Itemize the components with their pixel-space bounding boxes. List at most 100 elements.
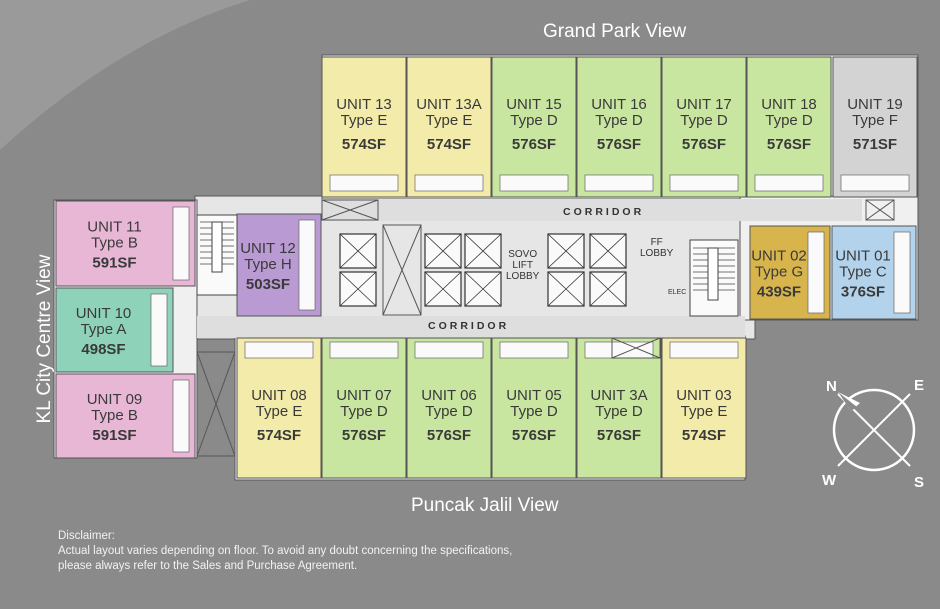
unit-type: Type F	[852, 112, 898, 129]
unit-size: 503SF	[246, 276, 290, 293]
elec-room-label: ELEC	[668, 289, 687, 296]
unit-bathroom	[754, 174, 824, 192]
view-label-top: Grand Park View	[543, 21, 687, 42]
unit-number: UNIT 09	[87, 391, 143, 408]
unit-fill	[491, 337, 577, 479]
unit-bathroom	[499, 174, 569, 192]
unit-size: 498SF	[81, 341, 125, 358]
unit-number: UNIT 03	[676, 387, 732, 404]
view-label-bottom: Puncak Jalil View	[411, 495, 559, 516]
unit-number: UNIT 11	[87, 219, 141, 236]
unit-number: UNIT 19	[847, 96, 903, 113]
unit-type: Type G	[755, 264, 803, 281]
unit-number: UNIT 05	[506, 387, 562, 404]
unit-bathroom	[499, 341, 569, 359]
unit-number: UNIT 12	[240, 240, 296, 257]
unit-type: Type E	[341, 112, 388, 129]
unit-size: 576SF	[342, 427, 386, 444]
unit-bathroom	[329, 174, 399, 192]
unit-number: UNIT 02	[751, 248, 807, 265]
unit-size: 576SF	[767, 136, 811, 153]
lift-shaft	[424, 233, 462, 269]
unit-number: UNIT 07	[336, 387, 392, 404]
unit-fill	[576, 337, 662, 479]
unit-type: Type C	[839, 264, 887, 281]
unit-number: UNIT 15	[506, 96, 562, 113]
unit-type: Type B	[91, 235, 138, 252]
unit-fill	[661, 56, 747, 198]
disclaimer: Disclaimer: Actual layout varies dependi…	[58, 529, 512, 574]
unit-type: Type D	[425, 403, 473, 420]
unit-type: Type E	[256, 403, 303, 420]
unit-type: Type D	[510, 112, 558, 129]
unit-fill	[746, 56, 832, 198]
unit-bathroom	[669, 341, 739, 359]
unit-bathroom	[244, 341, 314, 359]
compass: N E W S	[822, 377, 924, 491]
unit-size: 576SF	[512, 427, 556, 444]
ff-lobby-label: FF LOBBY	[640, 237, 674, 259]
unit-fill	[55, 373, 196, 459]
unit-number: UNIT 08	[251, 387, 307, 404]
disclaimer-title: Disclaimer:	[58, 530, 115, 542]
unit-type: Type D	[340, 403, 388, 420]
unit-size: 376SF	[841, 284, 885, 301]
unit-bathroom	[414, 341, 484, 359]
compass-e: E	[914, 377, 924, 394]
unit-type: Type D	[595, 112, 643, 129]
unit-number: UNIT 13A	[416, 96, 482, 113]
unit-bathroom	[329, 341, 399, 359]
lift-shafts	[339, 233, 627, 307]
unit-type: Type D	[765, 112, 813, 129]
unit-size: 576SF	[427, 427, 471, 444]
lift-shaft	[464, 271, 502, 307]
unit-number: UNIT 01	[835, 248, 891, 265]
lower-corridor	[197, 316, 745, 338]
unit-size: 576SF	[512, 136, 556, 153]
unit-fill	[236, 337, 322, 479]
unit-bathroom	[298, 219, 316, 311]
unit-fill	[321, 337, 407, 479]
unit-type: Type H	[244, 256, 292, 273]
unit-bathroom	[172, 206, 190, 281]
unit-size: 574SF	[257, 427, 301, 444]
unit-number: UNIT 10	[76, 305, 132, 322]
unit-size: 574SF	[682, 427, 726, 444]
unit-bathroom	[807, 231, 825, 314]
lift-shaft	[424, 271, 462, 307]
lift-shaft	[589, 233, 627, 269]
compass-n: N	[826, 378, 837, 395]
lift-shaft	[339, 233, 377, 269]
unit-size: 576SF	[682, 136, 726, 153]
lift-shaft	[464, 233, 502, 269]
unit-number: UNIT 3A	[590, 387, 647, 404]
unit-fill	[661, 337, 747, 479]
unit-type: Type E	[681, 403, 728, 420]
unit-size: 574SF	[342, 136, 386, 153]
sovo-lift-lobby-label: SOVO LIFT LOBBY	[506, 249, 540, 282]
right-stair	[689, 239, 739, 317]
unit-bathroom	[414, 174, 484, 192]
disclaimer-line-1: Actual layout varies depending on floor.…	[58, 545, 513, 557]
unit-bathroom	[893, 231, 911, 314]
unit-size: 574SF	[427, 136, 471, 153]
unit-number: UNIT 17	[676, 96, 732, 113]
unit-type: Type D	[680, 112, 728, 129]
unit-type: Type D	[595, 403, 643, 420]
unit-fill	[576, 56, 662, 198]
